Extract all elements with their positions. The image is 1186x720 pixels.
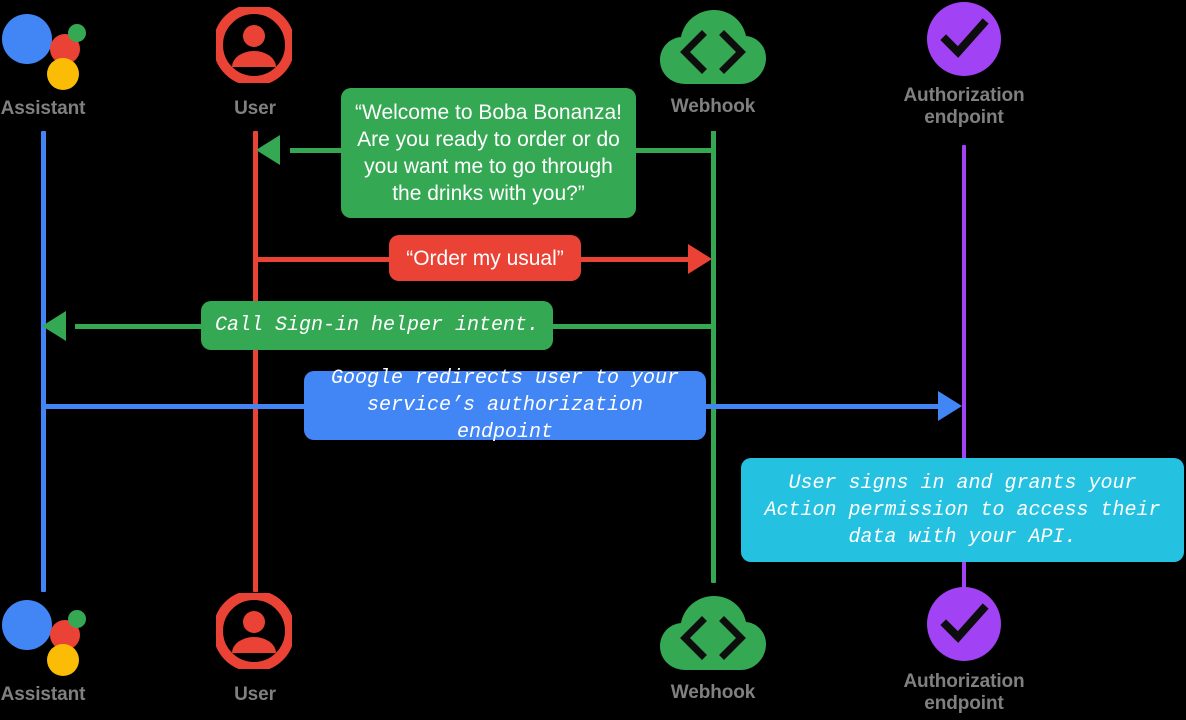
- user-avatar-icon-top: [213, 4, 295, 86]
- assistant-blue-dot-icon: [2, 600, 52, 650]
- lifeline-assistant: [41, 131, 46, 592]
- actor-label-auth-bottom: Authorization endpoint: [903, 671, 1025, 714]
- lifeline-webhook: [711, 131, 716, 583]
- assistant-blue-dot-icon: [2, 14, 52, 64]
- msg-welcome-arrowhead: [256, 135, 280, 165]
- actor-label-auth-top: Authorization endpoint: [903, 85, 1025, 128]
- msg-signs-in-bubble: User signs in and grants your Action per…: [741, 458, 1184, 562]
- actor-label-user-top: User: [234, 98, 276, 119]
- actor-label-assistant-top: Assistant: [0, 98, 86, 119]
- msg-order-line-left: [253, 257, 393, 262]
- msg-order-line-right: [578, 257, 688, 262]
- msg-signin-bubble: Call Sign-in helper intent.: [201, 301, 553, 350]
- msg-welcome-line-right: [633, 148, 715, 153]
- user-avatar-icon-bottom: [213, 590, 295, 672]
- msg-welcome-bubble: “Welcome to Boba Bonanza! Are you ready …: [341, 88, 636, 218]
- msg-order-arrowhead: [688, 244, 712, 274]
- actor-label-webhook-top: Webhook: [670, 96, 756, 117]
- msg-order-bubble: “Order my usual”: [389, 235, 581, 281]
- msg-signin-line-right: [548, 324, 714, 329]
- check-circle-icon-bottom: [927, 587, 1001, 661]
- check-circle-icon-top: [927, 2, 1001, 76]
- actor-label-user-bottom: User: [234, 684, 276, 705]
- lifeline-user: [253, 131, 258, 592]
- cloud-code-icon-bottom: [658, 592, 768, 674]
- msg-redirect-bubble: Google redirects user to your service’s …: [304, 367, 706, 444]
- actor-label-webhook-bottom: Webhook: [670, 682, 756, 703]
- assistant-green-dot-icon: [68, 24, 86, 42]
- lifeline-auth: [962, 145, 966, 593]
- assistant-logo-bottom: [2, 594, 86, 676]
- actor-label-assistant-bottom: Assistant: [0, 684, 86, 705]
- msg-redirect-line-right: [700, 404, 938, 409]
- assistant-yellow-dot-icon: [47, 58, 79, 90]
- cloud-code-icon-top: [658, 6, 768, 88]
- msg-redirect-arrowhead: [938, 391, 962, 421]
- msg-signin-arrowhead: [42, 311, 66, 341]
- assistant-yellow-dot-icon: [47, 644, 79, 676]
- assistant-logo-top: [2, 8, 86, 90]
- msg-welcome-line-left: [290, 148, 345, 153]
- msg-redirect-line-left: [41, 404, 311, 409]
- assistant-green-dot-icon: [68, 610, 86, 628]
- msg-welcome-connector-vertical: [711, 131, 716, 153]
- msg-signin-line-left: [75, 324, 210, 329]
